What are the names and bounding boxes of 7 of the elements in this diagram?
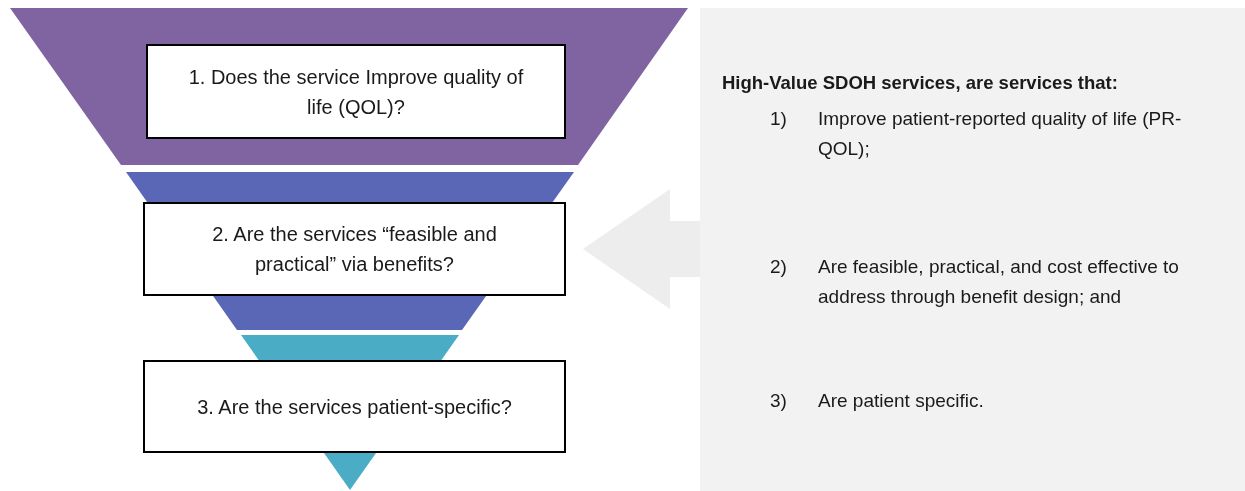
list-item: 3) Are patient specific. (770, 389, 985, 413)
panel-heading: High-Value SDOH services, are services that: (722, 72, 1118, 94)
question-box: 2. Are the services “feasible and practical” via benefits? (143, 202, 566, 296)
question-box: 1. Does the service Improve quality of life (QOL)? (146, 44, 566, 139)
list-item: 1) Improve patient-reported quality of life (PR-QOL); (770, 107, 1183, 162)
list-item: 2) Are feasible, practical, and cost effective to address through benefit design; and (770, 255, 1180, 310)
question-box: 3. Are the services patient-specific? (143, 360, 566, 453)
